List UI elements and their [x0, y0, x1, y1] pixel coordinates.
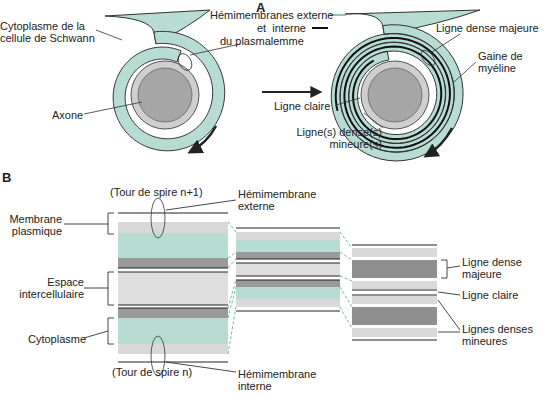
callout-label: du plasmalemme [220, 35, 304, 47]
callout-label: Ligne dense majeure [436, 22, 539, 34]
schwann-band [113, 31, 225, 150]
callout-label: Hémimembranes externe [210, 9, 334, 21]
rotation-arrow [190, 126, 216, 152]
transition-arrow [262, 91, 320, 93]
callout-label: Cytoplasme de la cellule de Schwann [0, 20, 102, 44]
rotation-arrow [426, 128, 452, 156]
inner-membrane-sample [312, 27, 328, 29]
brackets [64, 200, 460, 372]
membrane-column-2 [236, 228, 340, 311]
axon [131, 61, 199, 129]
panel-letter: B [2, 172, 11, 184]
callout-label: (Tour de spire n+1) [110, 186, 203, 198]
axon [361, 61, 429, 129]
axon-core [138, 68, 192, 122]
callout-label: Lignes denses mineures [462, 323, 540, 347]
callout-label: Gaine de myéline [478, 50, 530, 74]
callout-label: et interne [257, 22, 306, 34]
callout-label: Ligne(s) dense(s) mineure(s) [286, 126, 382, 150]
callout-label: Hémimembrane externe [238, 188, 320, 212]
membrane-column-1 [118, 198, 228, 376]
leader-lines [84, 30, 476, 128]
axon-core [368, 68, 422, 122]
callout-label: Ligne claire [462, 289, 518, 301]
callout-label: Ligne claire [274, 100, 330, 112]
callout-label: Espace intercellulaire [6, 276, 84, 300]
membrane-column-3 [352, 245, 437, 340]
callout-label: Hémimembrane interne [238, 368, 320, 392]
callout-label: Membrane plasmique [2, 213, 62, 237]
spiral-group [105, 10, 480, 161]
correspondence-lines [228, 222, 352, 354]
callout-label: Cytoplasme [28, 333, 86, 345]
callout-label: Ligne dense majeure [462, 256, 532, 280]
callout-label: (Tour de spire n) [112, 366, 192, 378]
callout-label: Axone [52, 109, 83, 121]
